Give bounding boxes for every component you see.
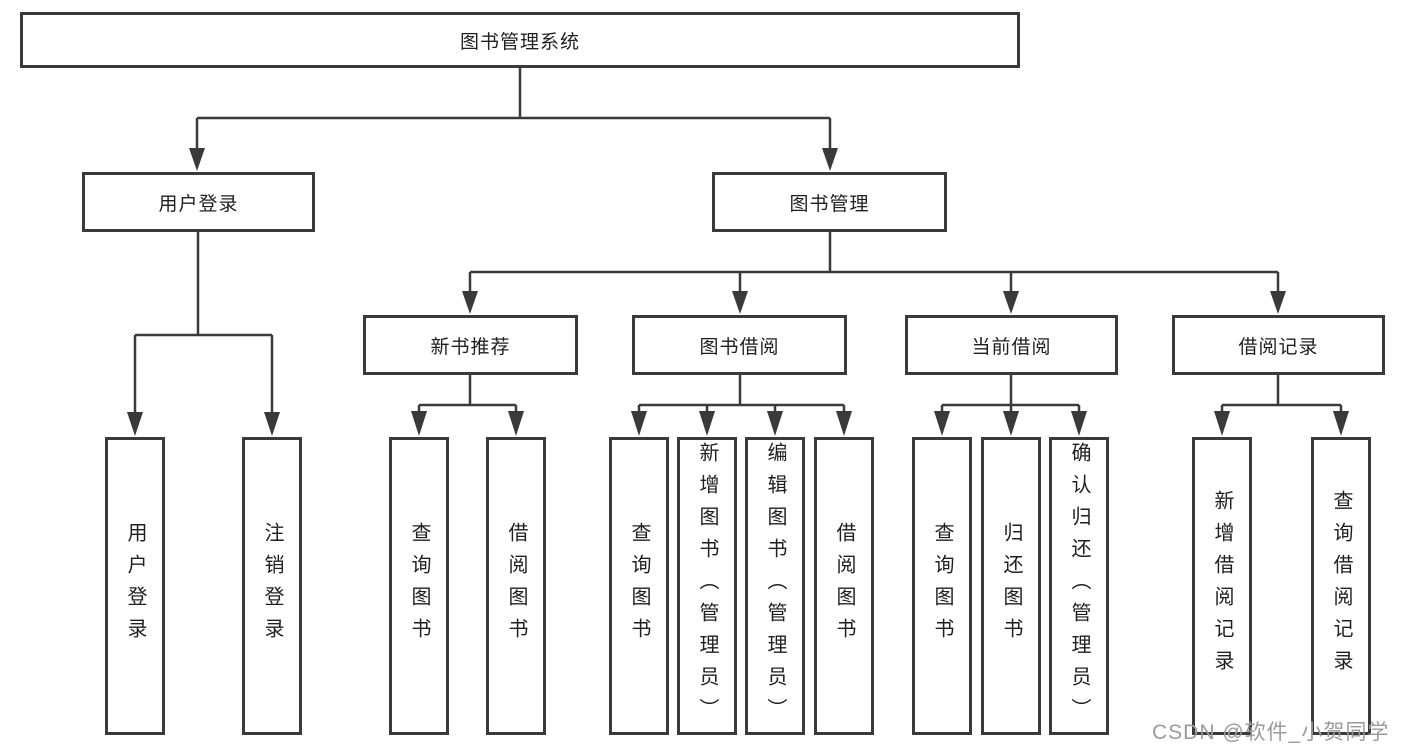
leaf-query-borrow-record: 查询借阅记录 [1311, 437, 1371, 735]
node-library-management-system: 图书管理系统 [20, 12, 1020, 68]
leaf-query-books-borrowing: 查询图书 [609, 437, 669, 735]
leaf-add-borrow-record: 新增借阅记录 [1192, 437, 1252, 735]
leaf-borrow-books-recommend: 借阅图书 [486, 437, 546, 735]
node-book-management: 图书管理 [712, 172, 947, 232]
node-book-borrowing: 图书借阅 [632, 315, 847, 375]
node-user-login: 用户登录 [82, 172, 315, 232]
leaf-edit-books-admin: 编辑图书（管理员） [745, 437, 805, 735]
leaf-confirm-return-admin: 确认归还（管理员） [1049, 437, 1109, 735]
leaf-query-books-current: 查询图书 [912, 437, 972, 735]
leaf-query-books-recommend: 查询图书 [389, 437, 449, 735]
leaf-user-login: 用户登录 [105, 437, 165, 735]
csdn-watermark: CSDN @软件_小贺同学 [1152, 721, 1390, 744]
leaf-return-books: 归还图书 [981, 437, 1041, 735]
node-current-borrowing: 当前借阅 [905, 315, 1118, 375]
leaf-borrow-books: 借阅图书 [814, 437, 874, 735]
node-new-book-recommend: 新书推荐 [363, 315, 578, 375]
node-borrowing-records: 借阅记录 [1172, 315, 1385, 375]
leaf-add-books-admin: 新增图书（管理员） [677, 437, 737, 735]
leaf-logout: 注销登录 [242, 437, 302, 735]
